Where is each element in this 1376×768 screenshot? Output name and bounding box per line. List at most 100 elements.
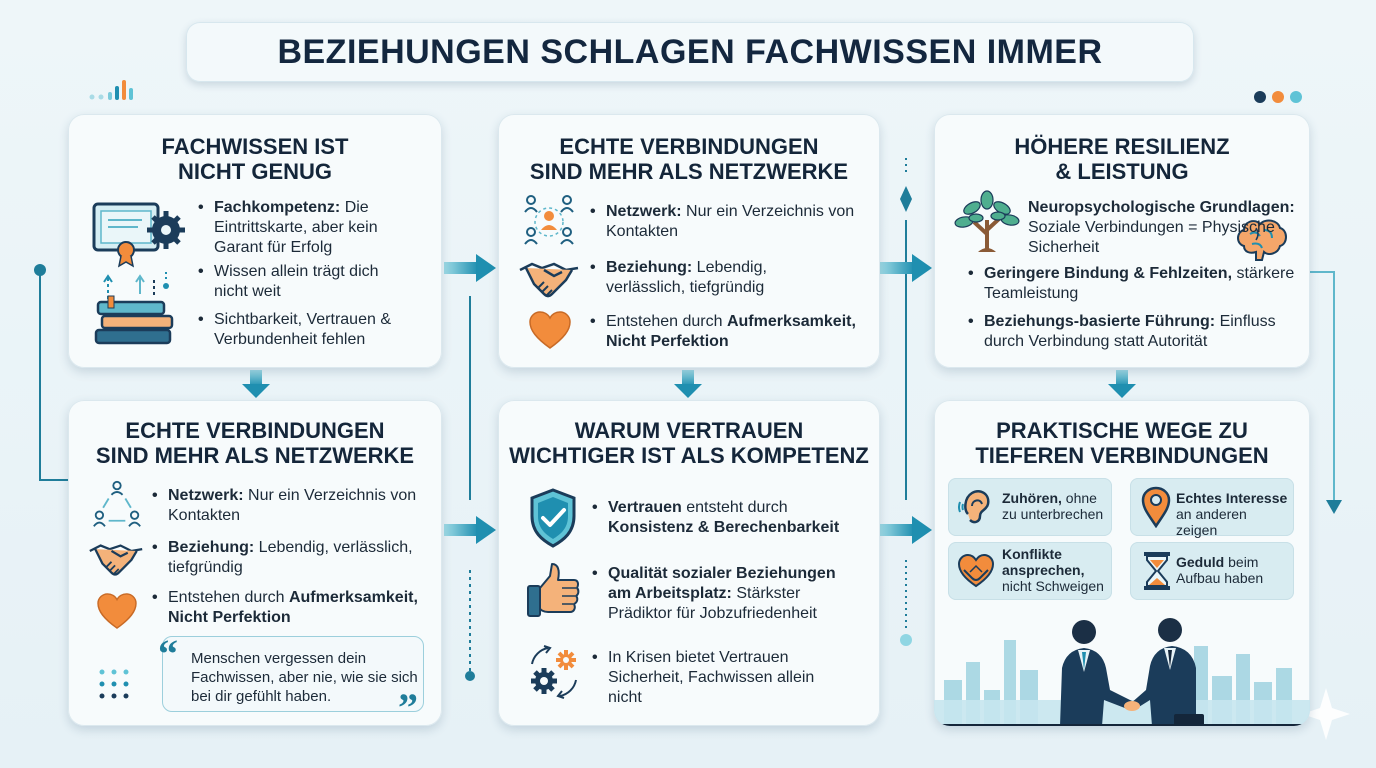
card-title-line: NICHT GENUG bbox=[178, 159, 332, 184]
card-praktisch: PRAKTISCHE WEGE ZU TIEFEREN VERBINDUNGEN… bbox=[934, 400, 1310, 726]
network-people-icon bbox=[524, 195, 574, 245]
arrow-right-2 bbox=[880, 254, 932, 282]
card-title-line: HÖHERE RESILIENZ bbox=[1014, 134, 1230, 159]
list-item: •Beziehungs-basierte Führung: Einfluss d… bbox=[968, 313, 1276, 350]
card-title: FACHWISSEN IST NICHT GENUG bbox=[68, 134, 442, 184]
connector-right bbox=[1310, 271, 1335, 500]
tile-text: ohne zu unterbrechen bbox=[1002, 490, 1104, 522]
card-verbindungen-top: ECHTE VERBINDUNGEN SIND MEHR ALS NETZWER… bbox=[498, 114, 880, 368]
arrow-down-1 bbox=[242, 370, 270, 398]
connector-left bbox=[39, 270, 68, 481]
item-bold: Vertrauen bbox=[608, 499, 682, 516]
list-item: •Fachkompetenz: Die Eintrittskarte, aber… bbox=[198, 199, 378, 256]
heart-icon bbox=[529, 311, 571, 349]
card-title-line: & LEISTUNG bbox=[1055, 159, 1189, 184]
item-text: Lebendig, verlässlich, tiefgründig bbox=[168, 539, 413, 576]
quote-open-icon: “ bbox=[158, 631, 178, 676]
quote-close-icon: ” bbox=[398, 685, 418, 730]
tile-text: beim Aufbau haben bbox=[1176, 554, 1264, 586]
handshake-icon bbox=[89, 544, 143, 576]
list-item: •Wissen allein trägt dich nicht weit bbox=[198, 262, 408, 302]
item-text: Stärkster Prädiktor für Jobzufriedenheit bbox=[608, 585, 817, 622]
card-title-line: TIEFEREN VERBINDUNGEN bbox=[975, 443, 1269, 468]
page-title: BEZIEHUNGEN SCHLAGEN FACHWISSEN IMMER bbox=[186, 22, 1194, 82]
handshake-icon bbox=[519, 262, 579, 298]
item-text: entsteht durch bbox=[681, 499, 788, 516]
item-text: Einfluss durch Verbindung statt Autoritä… bbox=[984, 313, 1276, 350]
card-title: WARUM VERTRAUEN WICHTIGER IST ALS KOMPET… bbox=[498, 418, 880, 468]
heart-icon bbox=[97, 593, 137, 629]
tile-konflikte: Konflikte ansprechen, nicht Schweigen bbox=[948, 542, 1112, 600]
tile-text: an anderen zeigen bbox=[1176, 506, 1247, 538]
heart-hands-icon bbox=[957, 553, 995, 588]
list-item: •Netzwerk: Nur ein Verzeichnis von Konta… bbox=[590, 203, 855, 240]
item-bold: Beziehungs-basierte Führung: bbox=[984, 313, 1216, 330]
shield-check-icon bbox=[530, 488, 576, 548]
certificate-gear-icon bbox=[92, 202, 185, 268]
item-bold: Beziehung: bbox=[606, 259, 693, 276]
tile-bold: Geduld bbox=[1176, 554, 1225, 570]
person-left bbox=[1060, 620, 1134, 726]
card-title: ECHTE VERBINDUNGEN SIND MEHR ALS NETZWER… bbox=[498, 134, 880, 184]
tile-bold: Zuhören, bbox=[1002, 490, 1062, 506]
card-resilienz: HÖHERE RESILIENZ & LEISTUNG Neuropsychol… bbox=[934, 114, 1310, 368]
arrow-right-3 bbox=[444, 516, 496, 544]
card-title: HÖHERE RESILIENZ & LEISTUNG bbox=[934, 134, 1310, 184]
decor-dots-grid-icon bbox=[99, 669, 129, 699]
item-bold: Beziehung: bbox=[168, 539, 255, 556]
card-verbindungen-bottom: ECHTE VERBINDUNGEN SIND MEHR ALS NETZWER… bbox=[68, 400, 442, 730]
quote-box: Menschen vergessen dein Fachwissen, aber… bbox=[162, 636, 424, 712]
quote-text: Menschen vergessen dein Fachwissen, aber… bbox=[191, 650, 418, 705]
card-title-line: PRAKTISCHE WEGE ZU bbox=[996, 418, 1248, 443]
list-item: Neuropsychologische Grundlagen: Soziale … bbox=[1028, 198, 1298, 258]
tree-icon bbox=[954, 190, 1020, 252]
gears-icon bbox=[531, 645, 577, 699]
item-bold: Neuropsychologische Grundlagen: bbox=[1028, 199, 1295, 216]
tile-bold: Konflikte ansprechen, bbox=[1002, 546, 1085, 578]
card-fachwissen: FACHWISSEN IST NICHT GENUG bbox=[68, 114, 442, 368]
tile-geduld: Geduld beim Aufbau haben bbox=[1130, 542, 1294, 600]
item-bold: Konsistenz & Berechenbarkeit bbox=[608, 519, 840, 536]
arrow-down-2 bbox=[674, 370, 702, 398]
arrow-right-4 bbox=[880, 516, 932, 544]
list-item: •Beziehung: Lebendig, verlässlich, tiefg… bbox=[152, 539, 413, 576]
item-text: In Krisen bietet Vertrauen Sicherheit, F… bbox=[608, 649, 815, 706]
brain-icon bbox=[1237, 219, 1287, 261]
item-text: Wissen allein trägt dich nicht weit bbox=[214, 263, 379, 300]
hourglass-icon bbox=[1144, 552, 1170, 590]
tile-interesse: Echtes Interesse an anderen zeigen bbox=[1130, 478, 1294, 538]
list-item: •Beziehung: Lebendig, verlässlich, tiefg… bbox=[590, 259, 767, 296]
books-icon bbox=[94, 272, 174, 345]
card-title-line: ECHTE VERBINDUNGEN bbox=[125, 418, 385, 443]
item-bold: Qualität sozialer Beziehungen am Arbeits… bbox=[608, 565, 836, 602]
item-bold: Netzwerk: bbox=[168, 487, 244, 504]
sparkle-icon bbox=[1302, 688, 1350, 740]
item-bold: Netzwerk: bbox=[606, 203, 682, 220]
business-handshake-illustration bbox=[934, 618, 1310, 726]
item-text: Nur ein Verzeichnis von Kontakten bbox=[168, 487, 417, 524]
card-title: PRAKTISCHE WEGE ZU TIEFEREN VERBINDUNGEN bbox=[934, 418, 1310, 468]
list-item: •Netzwerk: Nur ein Verzeichnis von Konta… bbox=[152, 487, 417, 524]
item-text: Nur ein Verzeichnis von Kontakten bbox=[606, 203, 855, 240]
card-title-line: ECHTE VERBINDUNGEN bbox=[559, 134, 819, 159]
card-title-line: WARUM VERTRAUEN bbox=[574, 418, 804, 443]
item-text: Lebendig, verlässlich, tiefgründig bbox=[606, 259, 767, 296]
tile-zuhoeren: Zuhören, ohne zu unterbrechen bbox=[948, 478, 1112, 536]
item-text: Die Eintrittskarte, aber kein Garant für… bbox=[214, 199, 378, 256]
decor-bars-icon bbox=[89, 80, 133, 100]
list-item: •Geringere Bindung & Fehlzeiten, stärker… bbox=[968, 265, 1295, 302]
tile-text: nicht Schweigen bbox=[1002, 578, 1104, 594]
decor-dots-icon bbox=[1254, 91, 1302, 103]
item-text: Entstehen durch bbox=[606, 313, 727, 330]
list-item: •Qualität sozialer Beziehungen am Arbeit… bbox=[592, 565, 836, 622]
list-item: •Entstehen durch Aufmerksamkeit, Nicht P… bbox=[152, 589, 418, 626]
card-title: ECHTE VERBINDUNGEN SIND MEHR ALS NETZWER… bbox=[68, 418, 442, 468]
arrow-down-3 bbox=[1108, 370, 1136, 398]
thumbs-up-icon bbox=[527, 563, 580, 617]
card-title-line: FACHWISSEN IST bbox=[161, 134, 349, 159]
ear-icon bbox=[958, 489, 990, 524]
list-item: •In Krisen bietet Vertrauen Sicherheit, … bbox=[592, 648, 842, 708]
network-people-icon bbox=[93, 480, 141, 527]
connector-dot bbox=[34, 264, 46, 276]
